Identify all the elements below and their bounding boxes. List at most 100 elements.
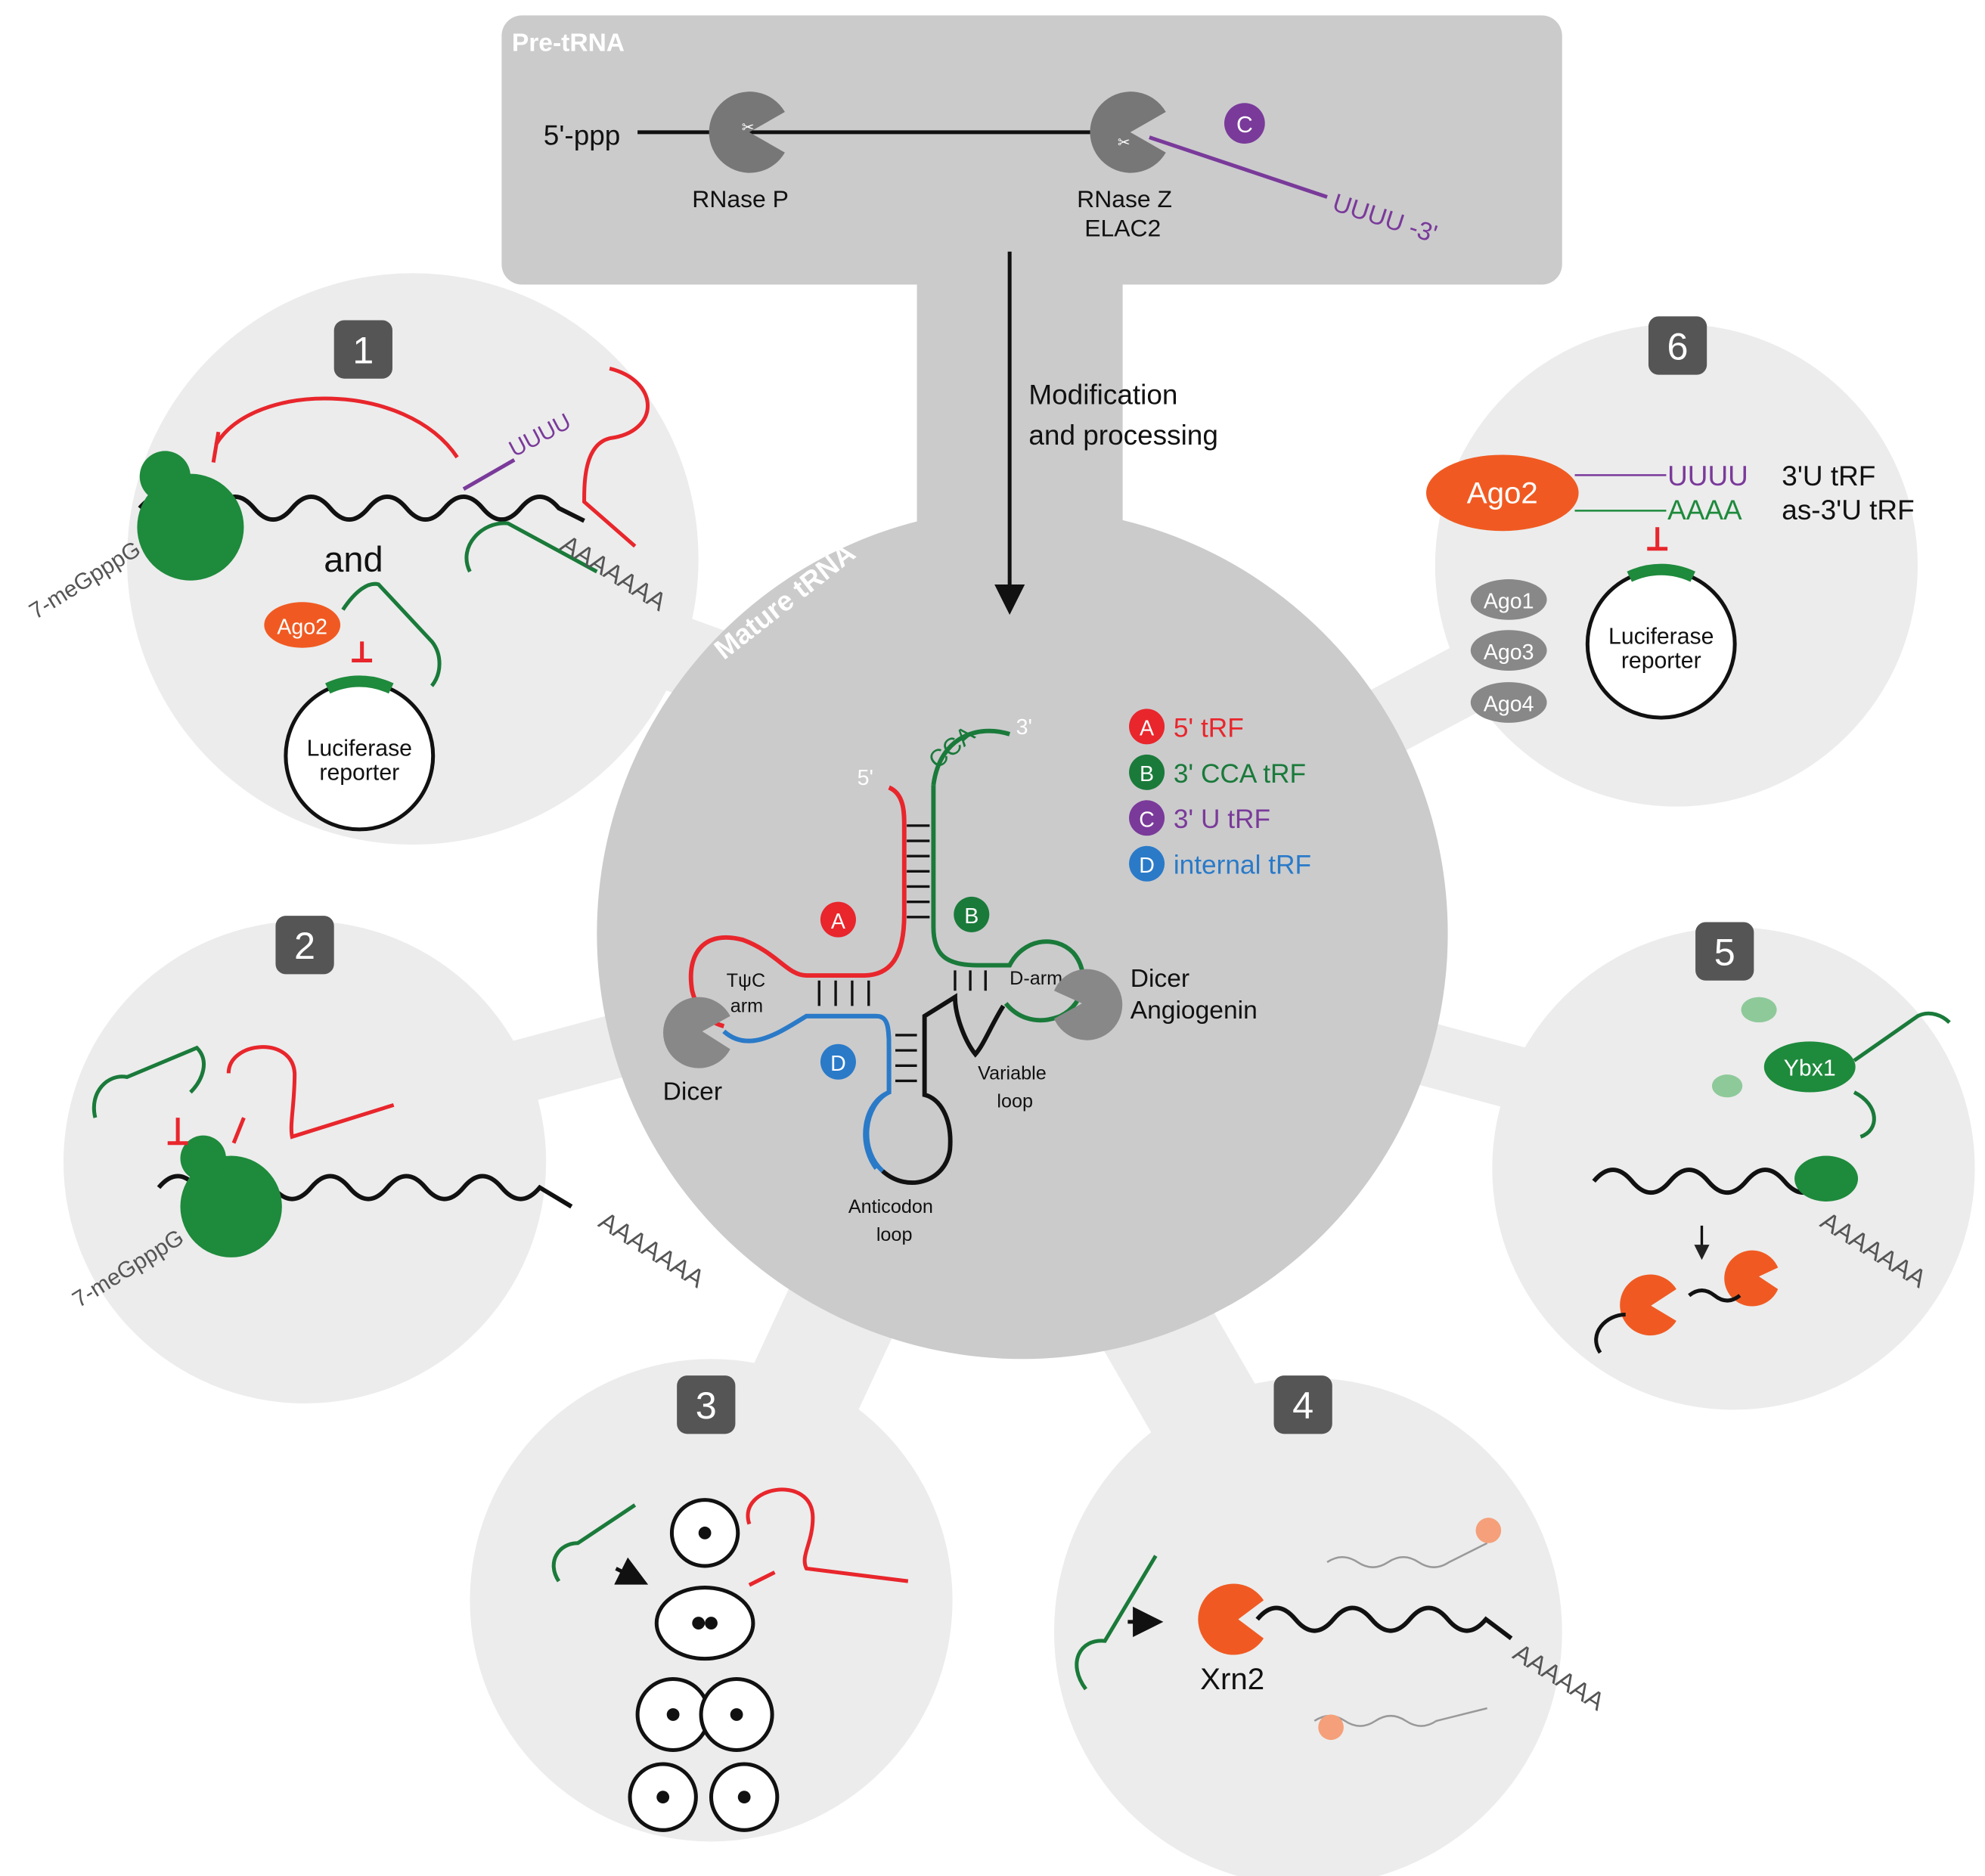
svg-text:Ago3: Ago3 [1484, 640, 1534, 665]
c-badge [1224, 103, 1265, 144]
svg-text:D: D [1139, 854, 1155, 878]
legend-a-badge [1129, 709, 1165, 745]
svg-text:3: 3 [696, 1384, 717, 1427]
panel4-number-badge [1273, 1375, 1332, 1434]
svg-text:Ago1: Ago1 [1484, 590, 1534, 614]
panel1-circle [126, 273, 699, 845]
trf-legend: A 5' tRF B 3' CCA tRF C 3' U tRF D inter… [1129, 709, 1311, 882]
panel2-polya-label: AAAAAAA [594, 1207, 709, 1294]
panel4-mrna [1255, 1605, 1513, 1641]
panel3-5trf [746, 1487, 909, 1583]
svg-text:A: A [831, 910, 845, 934]
dicer-right-label: Dicer [1131, 965, 1189, 993]
panel4-circle [1054, 1378, 1562, 1876]
panel1-cap-label: 7-meGpppG [25, 537, 145, 625]
d-arm-label: D-arm [1010, 968, 1062, 989]
svg-text:5: 5 [1714, 931, 1735, 974]
legend-a-label: 5' tRF [1174, 713, 1244, 743]
panel1-3trf [464, 521, 598, 574]
panel2-3trf [91, 1045, 206, 1118]
panel2-ribosome-large [180, 1155, 282, 1257]
panel5-ybx1-bound-icon [1794, 1155, 1859, 1202]
angiogenin-label: Angiogenin [1131, 997, 1258, 1025]
panel2-ribosome-small [180, 1135, 226, 1182]
svg-text:4: 4 [1292, 1384, 1314, 1427]
trna-cloverleaf [688, 728, 1086, 1185]
pre-trna-title: Pre-tRNA [512, 29, 625, 57]
anticodon-loop-label: Anticodon [848, 1196, 933, 1217]
three-prime-label: 3' [1016, 715, 1032, 740]
dicer-left-icon [663, 997, 730, 1068]
panel6: 6 Ago2 UUUU AAAA 3'U tRF as-3'U tRF Ago1… [1426, 316, 1915, 723]
panel4-xrn2-icon [1198, 1583, 1264, 1655]
panel6-as-3u-trf-label: as-3'U tRF [1782, 495, 1914, 526]
legend-b-badge [1129, 754, 1165, 790]
svg-text:1: 1 [352, 329, 374, 372]
svg-text:C: C [1236, 113, 1253, 138]
svg-text:Ago2: Ago2 [277, 615, 327, 639]
tpsic-arm-label-2: arm [730, 996, 763, 1017]
badge-a [820, 901, 856, 938]
variable-loop-label-2: loop [997, 1091, 1033, 1112]
panel1-luciferase-label: Luciferase [307, 736, 412, 761]
svg-text:2: 2 [294, 924, 315, 967]
panel6-ago3-icon [1470, 630, 1547, 671]
legend-c-badge [1129, 800, 1165, 836]
panel6-ago4-icon [1470, 682, 1547, 723]
panel1-and-label: and [324, 539, 383, 579]
rnase-z-enzyme-icon: ✂ [1090, 91, 1166, 173]
svg-text:D: D [830, 1052, 846, 1076]
panel5-decay-enzyme-1 [1620, 1274, 1676, 1336]
panel6-3u-trf-label: 3'U tRF [1782, 460, 1875, 491]
anticodon-variable-segment [881, 993, 1006, 1185]
svg-text:Ago4: Ago4 [1484, 693, 1534, 717]
elac2-label: ELAC2 [1084, 215, 1161, 242]
panel6-aaaa-label: AAAA [1667, 495, 1742, 526]
svg-text:✂: ✂ [1118, 135, 1131, 151]
mature-trna-circle [597, 508, 1448, 1360]
panel5-ybx1-free-icon [1741, 997, 1777, 1023]
arrow-label-line1: Modification [1028, 379, 1177, 410]
panel6-reporter-label: reporter [1621, 649, 1701, 674]
panel3-number-badge [677, 1375, 736, 1434]
panel2-number-badge [275, 916, 334, 975]
arrow-label-line2: and processing [1028, 420, 1218, 451]
panel6-number-badge [1648, 316, 1707, 375]
svg-text:Ago2: Ago2 [1467, 476, 1538, 510]
panel1-ago2-icon [264, 602, 341, 648]
three-prime-cca-segment [931, 785, 1086, 1023]
panel5-ybx1-icon [1763, 1041, 1856, 1093]
legend-d-badge [1129, 845, 1165, 882]
panel5-mrna [1592, 1167, 1849, 1196]
five-prime-trf-segment [688, 785, 907, 1029]
svg-text:C: C [1139, 808, 1155, 833]
svg-text:B: B [964, 904, 979, 929]
variable-loop-label: Variable [978, 1063, 1047, 1084]
panel2-5trf [226, 1045, 395, 1140]
panel4-xrn2-label: Xrn2 [1200, 1662, 1264, 1696]
tpsic-arm-label: TψC [727, 970, 766, 991]
panel5-number-badge [1695, 922, 1754, 981]
anticodon-loop-label-2: loop [876, 1224, 913, 1245]
panel1-reporter-label: reporter [319, 760, 399, 785]
legend-d-label: internal tRF [1174, 851, 1311, 880]
panel6-uuuu-label: UUUU [1667, 460, 1748, 491]
rnase-p-enzyme-icon: ✂ [709, 91, 785, 173]
rnase-z-label: RNase Z [1077, 185, 1172, 212]
svg-text:6: 6 [1667, 325, 1689, 368]
panel3-3trf [551, 1503, 637, 1583]
panel6-ago2-icon [1426, 454, 1579, 532]
dicer-left-label: Dicer [663, 1078, 722, 1106]
panel1-5trf [582, 366, 650, 548]
panel1-number-badge [333, 320, 392, 379]
internal-trf-segment [722, 1013, 892, 1173]
rnase-p-label: RNase P [692, 185, 789, 212]
legend-b-label: 3' CCA tRF [1174, 759, 1306, 789]
five-prime-label: 5' [858, 766, 873, 790]
svg-text:A: A [1140, 717, 1154, 741]
panel2-circle [63, 920, 547, 1404]
badge-d [820, 1043, 856, 1080]
svg-text:✂: ✂ [742, 119, 755, 136]
legend-c-label: 3' U tRF [1174, 805, 1270, 834]
